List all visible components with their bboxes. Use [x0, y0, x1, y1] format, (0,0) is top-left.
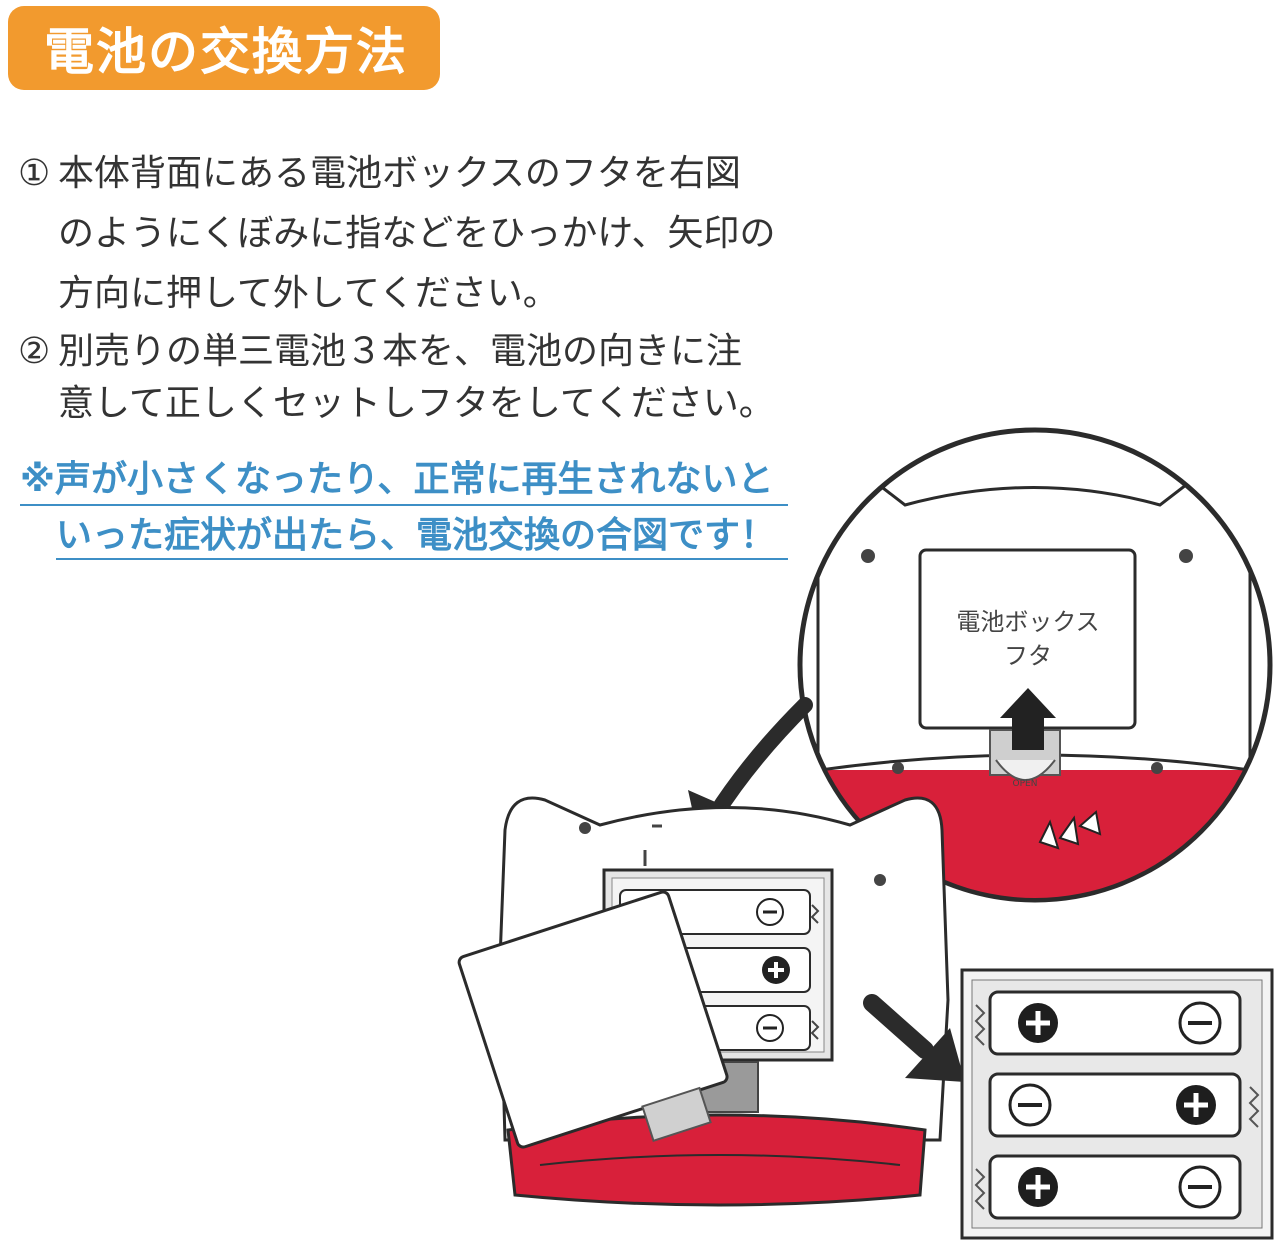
step-line: 意して正しくセットしフタをしてください。 [58, 383, 775, 424]
open-tab-label: OPEN [1013, 779, 1038, 789]
push-up-arrow-icon [1000, 688, 1056, 750]
note-underline [20, 504, 788, 506]
device-open-view [457, 796, 950, 1207]
battery [988, 990, 1242, 1056]
press-mark-icon [1078, 810, 1102, 836]
section-title-badge: 電池の交換方法 [8, 6, 440, 90]
note-underline [56, 558, 788, 560]
step-line: 方向に押して外してください。 [58, 273, 559, 314]
note-line: いった症状が出たら、電池交換の合図です！ [56, 515, 777, 556]
note-line: ※声が小さくなったり、正常に再生されないと [20, 459, 774, 500]
screw-icon [861, 549, 875, 563]
arrow-right-icon [863, 994, 934, 1059]
device-back-view: 電池ボックス フタ OPEN [797, 427, 1273, 903]
battery-orientation-diagram [960, 968, 1274, 1240]
removed-battery-cover [457, 890, 729, 1149]
battery [988, 1072, 1242, 1138]
press-mark-icon [1058, 815, 1080, 846]
section-title: 電池の交換方法 [44, 23, 408, 81]
step-number: ② [18, 331, 51, 372]
curved-arrow-icon [707, 697, 813, 823]
battery-cover-label: 電池ボックス [956, 608, 1099, 636]
battery [988, 1154, 1242, 1220]
battery-note: ※声が小さくなったり、正常に再生されないと いった症状が出たら、電池交換の合図で… [20, 452, 776, 564]
step-line: のようにくぼみに指などをひっかけ、矢印の [58, 213, 776, 254]
battery-cover-label-2: フタ [1004, 642, 1052, 670]
press-mark-icon [1038, 819, 1060, 850]
step-number: ① [18, 153, 51, 194]
screw-icon [1179, 549, 1193, 563]
